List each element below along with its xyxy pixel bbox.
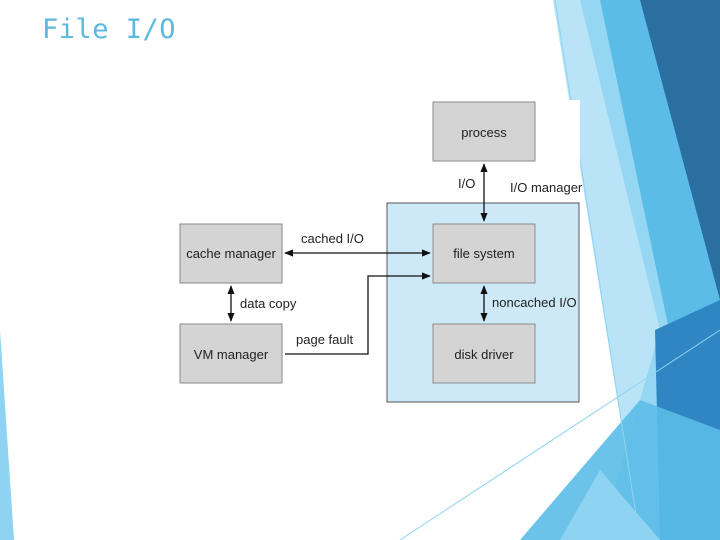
deco-thin-line [399,329,720,540]
slide-title: File I/O [42,14,177,45]
cache-manager-label: cache manager [186,246,276,261]
arrow-page-fault [285,272,431,355]
file-system-box [432,223,536,284]
vm-manager-label: VM manager [194,347,269,362]
disk-driver-label: disk driver [454,347,514,362]
deco-bottom-shape [520,400,720,540]
io-label: I/O [458,176,475,191]
vm-manager-box [179,323,283,384]
data-copy-label: data copy [240,296,297,311]
file-system-label: file system [453,246,514,261]
deco-dark-shape [640,0,720,300]
process-box [432,101,536,162]
deco-thin-line-2 [554,0,641,540]
cached-io-label: cached I/O [301,231,364,246]
deco-left-sliver [0,330,14,540]
noncached-io-label: noncached I/O [492,295,577,310]
deco-bottom-light [560,470,660,540]
process-label: process [461,125,507,140]
disk-driver-box [432,323,536,384]
cache-manager-box [179,223,283,284]
io-manager-label: I/O manager [510,180,583,195]
page-fault-label: page fault [296,332,353,347]
